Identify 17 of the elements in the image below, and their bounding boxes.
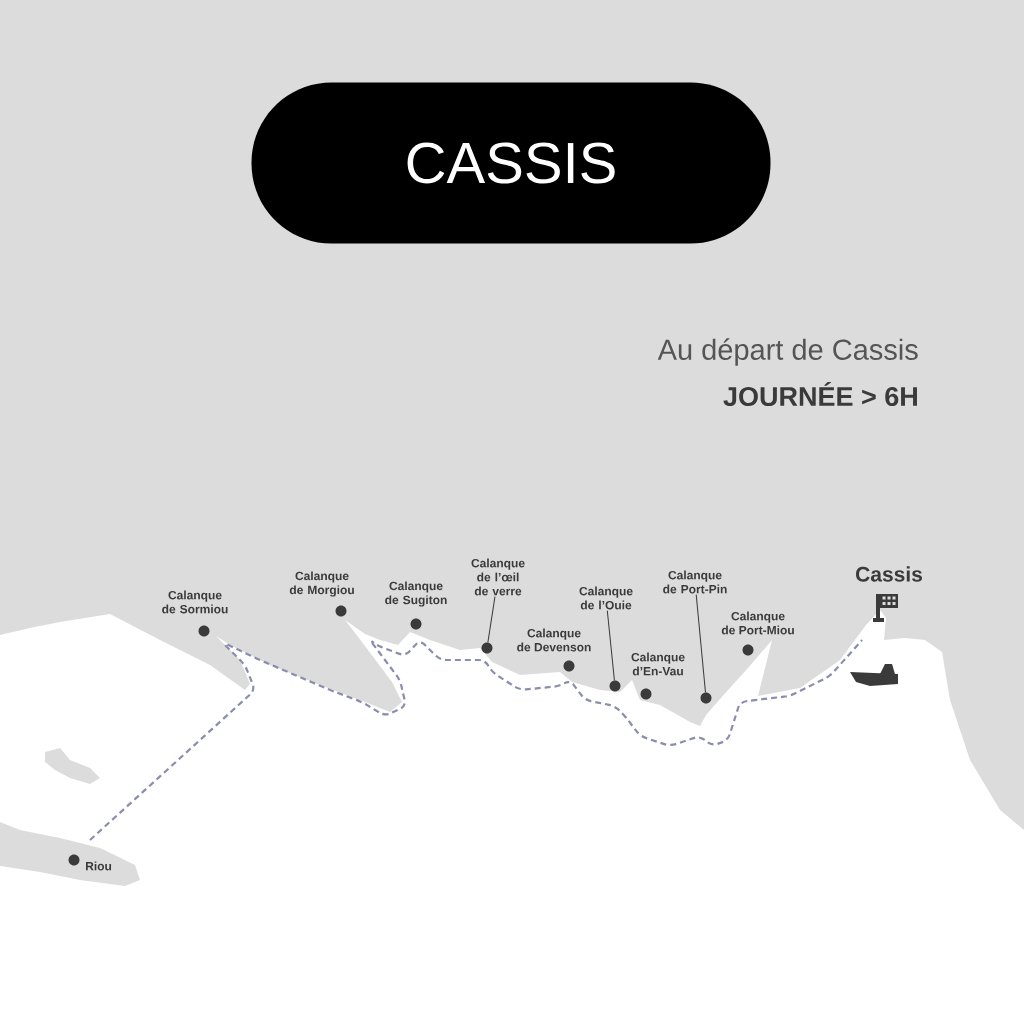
place-label: Calanque de l’Ouie: [579, 586, 633, 610]
sub-title: Au départ de Cassis: [657, 338, 918, 366]
place-label: Calanque d’En-Vau: [631, 652, 685, 676]
title-banner: CASSIS: [251, 82, 771, 244]
duration-label: JOURNÉE > 6H: [723, 381, 917, 407]
place-label: Riou: [86, 861, 112, 871]
place-label: Calanque de Devenson: [517, 628, 591, 652]
place-label: Calanque de Sormiou: [162, 590, 228, 614]
place-label: Calanque de Sugiton: [385, 581, 447, 607]
place-label: Calanque de l’œil de verre: [471, 558, 525, 596]
place-label: Calanque de Port-Pin: [663, 570, 727, 594]
leader-line: [695, 594, 706, 693]
place-label: Calanque de Port-Miou: [721, 611, 794, 635]
leader-line: [487, 596, 496, 643]
leader-line: [606, 610, 615, 681]
place-label: Calanque de Morgiou: [289, 571, 354, 597]
place-label: Cassis: [856, 566, 922, 582]
